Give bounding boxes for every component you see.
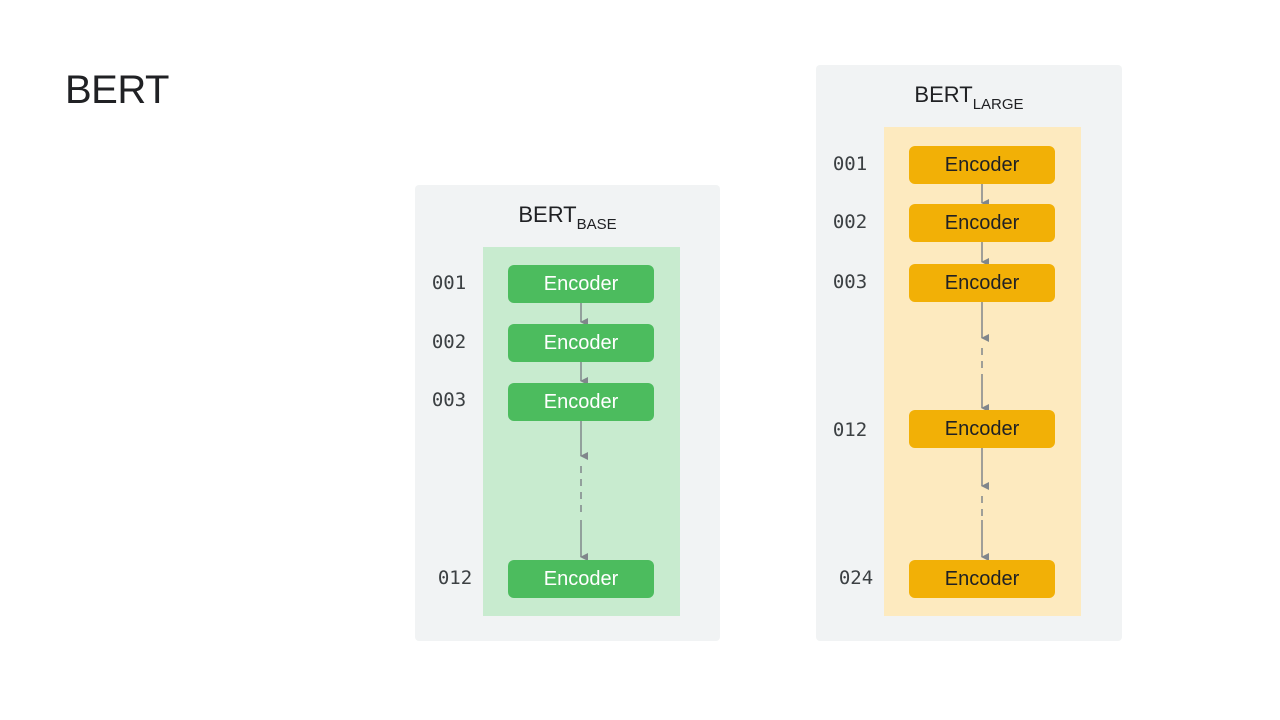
bert-large-title: BERTLARGE [816,82,1122,113]
base-encoder-block: Encoder [508,324,654,362]
bert-base-subscript: BASE [576,216,617,233]
large-encoder-block: Encoder [909,204,1055,242]
base-encoder-block: Encoder [508,560,654,598]
large-layer-label: 024 [838,567,874,589]
large-encoder-block: Encoder [909,146,1055,184]
base-encoder-block: Encoder [508,265,654,303]
bert-large-name: BERT [914,82,973,107]
base-layer-label: 002 [431,331,467,353]
slide-title: BERT [65,68,169,112]
base-encoder-block: Encoder [508,383,654,421]
bert-base-name: BERT [518,202,577,227]
bert-base-title: BERTBASE [415,202,720,233]
large-layer-label: 001 [832,153,868,175]
large-layer-label: 012 [832,419,868,441]
base-layer-label: 003 [431,389,467,411]
base-layer-label: 012 [437,567,473,589]
large-layer-label: 003 [832,271,868,293]
bert-large-subscript: LARGE [972,96,1024,113]
large-encoder-block: Encoder [909,410,1055,448]
base-layer-label: 001 [431,272,467,294]
large-layer-label: 002 [832,211,868,233]
large-encoder-block: Encoder [909,264,1055,302]
large-encoder-block: Encoder [909,560,1055,598]
